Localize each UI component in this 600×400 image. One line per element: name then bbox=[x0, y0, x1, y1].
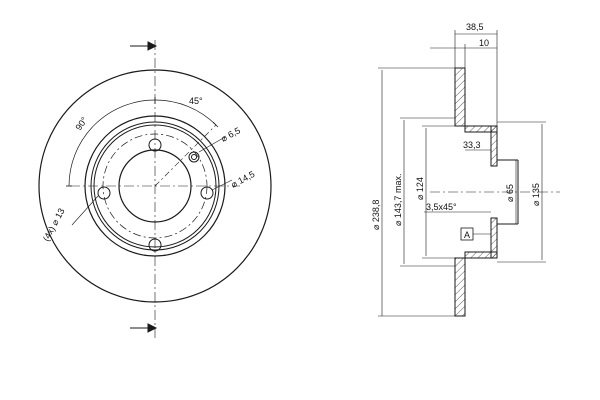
hat-flange-lower bbox=[490, 217, 498, 259]
angle-90-arc bbox=[68, 99, 156, 187]
dia-143-7-label: ⌀ 143,7 max. bbox=[393, 174, 403, 226]
angle-90-label: 90° bbox=[73, 115, 89, 132]
hole-dia-6-5-label: ⌀ 6,5 bbox=[219, 125, 242, 143]
width-38-5-label: 38,5 bbox=[466, 22, 484, 32]
dia-238-8-label: ⌀ 238,8 bbox=[371, 200, 381, 230]
bolt-circle-label: (4x) ⌀ 13 bbox=[41, 207, 67, 243]
centerline-bolt-right bbox=[154, 124, 217, 187]
leader-dia-6-5 bbox=[198, 136, 226, 153]
thickness-10-label: 10 bbox=[479, 38, 489, 48]
angle-45-label: 45° bbox=[189, 96, 203, 106]
dia-65-label: ⌀ 65 bbox=[505, 184, 515, 202]
side-view bbox=[378, 30, 560, 317]
dia-124-label: ⌀ 124 bbox=[415, 177, 425, 200]
disc-section-lower bbox=[454, 257, 466, 317]
front-view bbox=[38, 40, 272, 340]
chamfer-label: 3,5x45° bbox=[426, 202, 457, 212]
angle-tick-3 bbox=[212, 121, 219, 128]
datum-a-label: A bbox=[464, 230, 470, 240]
hat-flange-upper bbox=[490, 125, 498, 167]
locating-hole bbox=[188, 151, 200, 163]
dia-135-label: ⌀ 135 bbox=[531, 183, 541, 206]
leader-dia-14-5 bbox=[211, 179, 233, 191]
bolt-hole-right bbox=[200, 186, 214, 200]
angle-45-arc bbox=[154, 99, 217, 126]
section-arrow-top bbox=[147, 41, 158, 51]
leader-bolt-circle bbox=[71, 195, 99, 226]
locating-hole-inner bbox=[191, 154, 197, 160]
hole-dia-14-5-label: ⌀ 14,5 bbox=[229, 169, 256, 190]
disc-section-upper bbox=[454, 67, 466, 127]
bolt-hole-left bbox=[97, 186, 111, 200]
depth-33-3-label: 33,3 bbox=[463, 140, 481, 150]
section-arrow-bottom bbox=[147, 323, 158, 333]
